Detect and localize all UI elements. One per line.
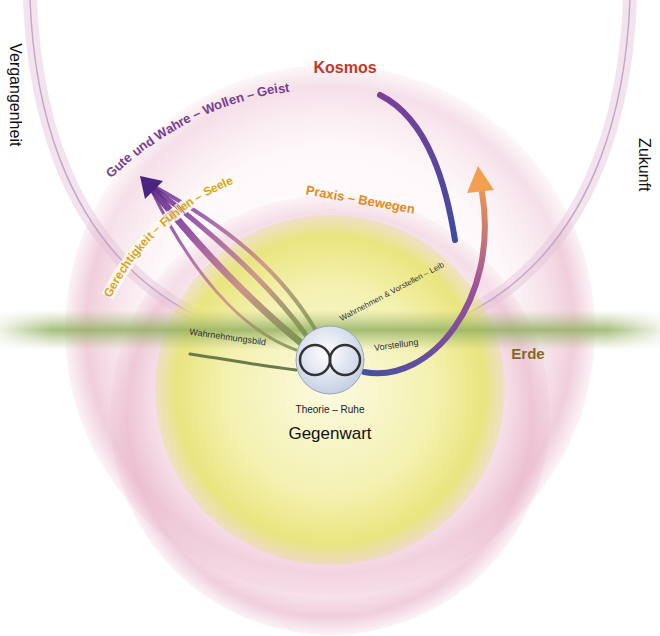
time-label: Zukunft — [636, 138, 654, 191]
lemniscate — [330, 345, 360, 375]
present-sphere — [296, 326, 364, 394]
stream-label: Praxis – Bewegen — [304, 183, 415, 216]
arrow-head — [467, 166, 494, 193]
perception-stream — [190, 354, 296, 370]
region-label: Erde — [511, 346, 544, 363]
stream-label: Wahrnehmen & Vorstellen – Leib — [338, 261, 445, 324]
time-label: Vergangenheit — [7, 43, 25, 146]
center-label: Theorie – Ruhe — [296, 404, 365, 415]
time-label: Gegenwart — [288, 425, 371, 444]
arrow-head — [140, 176, 163, 199]
region-label: Kosmos — [313, 59, 376, 77]
cosmos-stream — [380, 95, 455, 240]
arc-label: Gerechtigkeit – Fühlen – Seele — [102, 174, 237, 300]
action-arrow — [364, 192, 485, 373]
arc-label: Gute und Wahre – Wollen – Geist — [104, 80, 295, 181]
lemniscate — [300, 345, 330, 375]
stream-label: Vorstellung — [373, 338, 418, 354]
soul-sphere — [155, 215, 505, 565]
stream-label: Wahrnehmungsbild — [189, 328, 267, 349]
will-flame — [151, 186, 315, 350]
